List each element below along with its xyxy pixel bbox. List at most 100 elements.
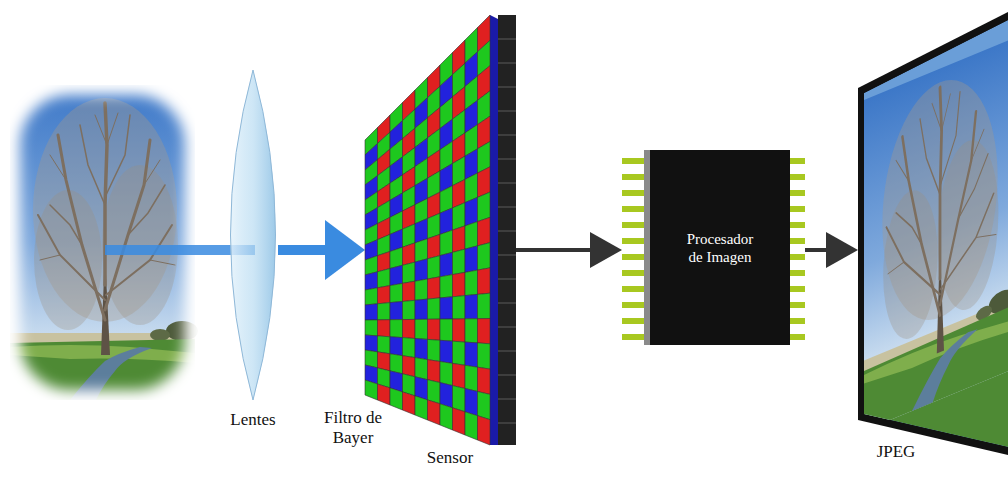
jpeg-photo (864, 20, 1008, 447)
chip-pin (788, 222, 805, 228)
filter-cell (428, 277, 441, 299)
tree-photo (10, 85, 198, 400)
filter-cell (478, 243, 491, 271)
filter-cell (428, 400, 441, 425)
lens-shape (231, 70, 276, 400)
filter-cell (478, 268, 491, 295)
filter-cell (465, 294, 478, 318)
filter-cell (478, 367, 491, 394)
filter-cell (453, 296, 466, 319)
chip-pin (788, 286, 805, 292)
filter-cell (478, 217, 491, 246)
filter-cell (465, 319, 478, 343)
filter-cell (403, 392, 416, 415)
sensor-cell-line (498, 423, 516, 424)
filter-cell (403, 243, 416, 265)
filter-cell (390, 302, 403, 320)
bayer-filter: Filtro de Bayer (365, 15, 498, 445)
sensor-cell-line (498, 279, 516, 280)
filter-cell (365, 380, 378, 400)
filter-cell (403, 356, 416, 377)
filter-cell (403, 319, 416, 338)
filter-cell (365, 304, 378, 320)
filter-cell (390, 337, 403, 356)
processor-chip-shape (622, 150, 805, 345)
filter-cell (365, 288, 378, 305)
filter-cell (453, 341, 466, 365)
sensor-cell-line (498, 183, 516, 184)
filter-cell (390, 247, 403, 268)
flow-arrow (516, 248, 592, 252)
filter-cell (478, 343, 491, 369)
sensor-cell-line (498, 111, 516, 112)
sensor-cell-line (498, 351, 516, 352)
filter-cell (403, 338, 416, 358)
filter-cell (465, 389, 478, 416)
filter-cell (453, 226, 466, 253)
filter-cell (440, 383, 453, 408)
chip-pin (788, 206, 805, 212)
filter-cell (440, 340, 453, 363)
filter-cell (453, 249, 466, 275)
filter-cell (478, 416, 491, 445)
filter-cell (453, 203, 466, 231)
filter-cell (478, 392, 491, 420)
filter-cell (390, 265, 403, 285)
filter-cell (440, 297, 453, 319)
sensor-cell-line (498, 375, 516, 376)
jpeg-image-shape (858, 0, 1008, 499)
filter-cell (465, 365, 478, 391)
chip-pin (788, 334, 805, 340)
filter-cell (440, 230, 453, 256)
filter-cell (403, 300, 416, 319)
filter-cell (415, 299, 428, 319)
chip-body (650, 150, 790, 345)
image-sensor-shape (498, 15, 516, 445)
filter-cell (428, 319, 441, 340)
chip-pin (788, 302, 805, 308)
image-sensor: Sensor (498, 15, 516, 445)
filter-cell (390, 388, 403, 410)
filter-cell (440, 319, 453, 341)
filter-cell (390, 320, 403, 338)
filter-cell (415, 319, 428, 339)
sensor-cell-line (498, 39, 516, 40)
part-label: Sensor (416, 448, 484, 468)
chip-pin (788, 158, 805, 164)
chip-pin (788, 174, 805, 180)
filter-cell (365, 335, 378, 352)
sensor-cell-line (498, 207, 516, 208)
sensor-strip (498, 15, 516, 445)
processor-chip: Procesador de Imagen (622, 150, 805, 345)
filter-cell (465, 197, 478, 226)
filter-cell (390, 283, 403, 302)
filter-cell (478, 293, 491, 319)
filter-cell (428, 360, 441, 383)
filter-cell (440, 404, 453, 430)
chip-pin (788, 254, 805, 260)
sensor-cell-line (498, 159, 516, 160)
filter-cell (378, 286, 391, 304)
chip-pin (788, 238, 805, 244)
filter-cell (365, 320, 378, 336)
filter-cell (378, 320, 391, 337)
filter-cell (465, 342, 478, 367)
lens: Lentes (228, 70, 278, 400)
filter-cell (428, 234, 441, 258)
filter-cell (403, 262, 416, 283)
filter-cell (378, 303, 391, 320)
filter-cell (365, 272, 378, 290)
filter-cell (440, 252, 453, 276)
lens-shape (228, 70, 278, 400)
filter-cell (440, 362, 453, 386)
filter-cell (415, 396, 428, 420)
filter-edge (490, 15, 498, 445)
filter-cell (378, 269, 391, 288)
sensor-cell-line (498, 231, 516, 232)
filter-cell (453, 272, 466, 296)
sensor-cell-line (498, 63, 516, 64)
filter-cell (415, 279, 428, 300)
filter-cell (465, 412, 478, 440)
chip-label: Procesador de Imagen (678, 230, 762, 266)
jpeg-image: JPEG (858, 0, 1008, 499)
